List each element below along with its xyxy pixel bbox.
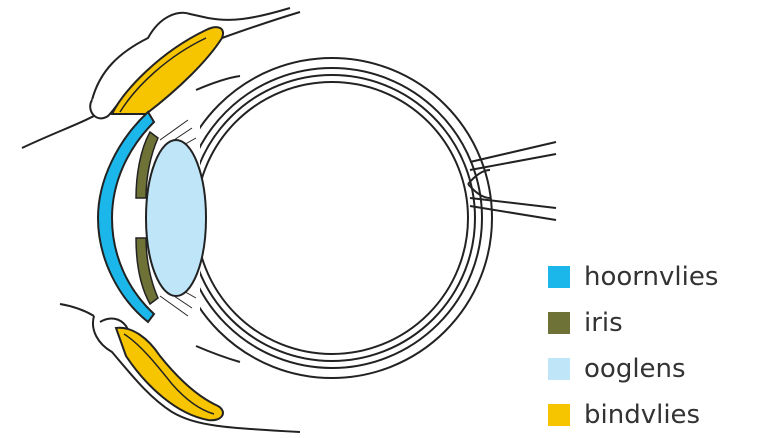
upper-bindvlies [112, 27, 223, 114]
legend-label: iris [584, 310, 623, 336]
legend-label: bindvlies [584, 402, 700, 428]
legend: hoornvlies iris ooglens bindvlies [548, 254, 753, 438]
legend-label: ooglens [584, 356, 686, 382]
sclera [172, 58, 492, 378]
legend-item-hoornvlies: hoornvlies [548, 254, 753, 300]
hoornvlies-swatch [548, 266, 570, 288]
ooglens-swatch [548, 358, 570, 380]
legend-label: hoornvlies [584, 264, 718, 290]
bindvlies-swatch [548, 404, 570, 426]
iris-swatch [548, 312, 570, 334]
legend-item-iris: iris [548, 300, 753, 346]
ooglens-lens [146, 140, 206, 296]
legend-item-ooglens: ooglens [548, 346, 753, 392]
legend-item-bindvlies: bindvlies [548, 392, 753, 438]
